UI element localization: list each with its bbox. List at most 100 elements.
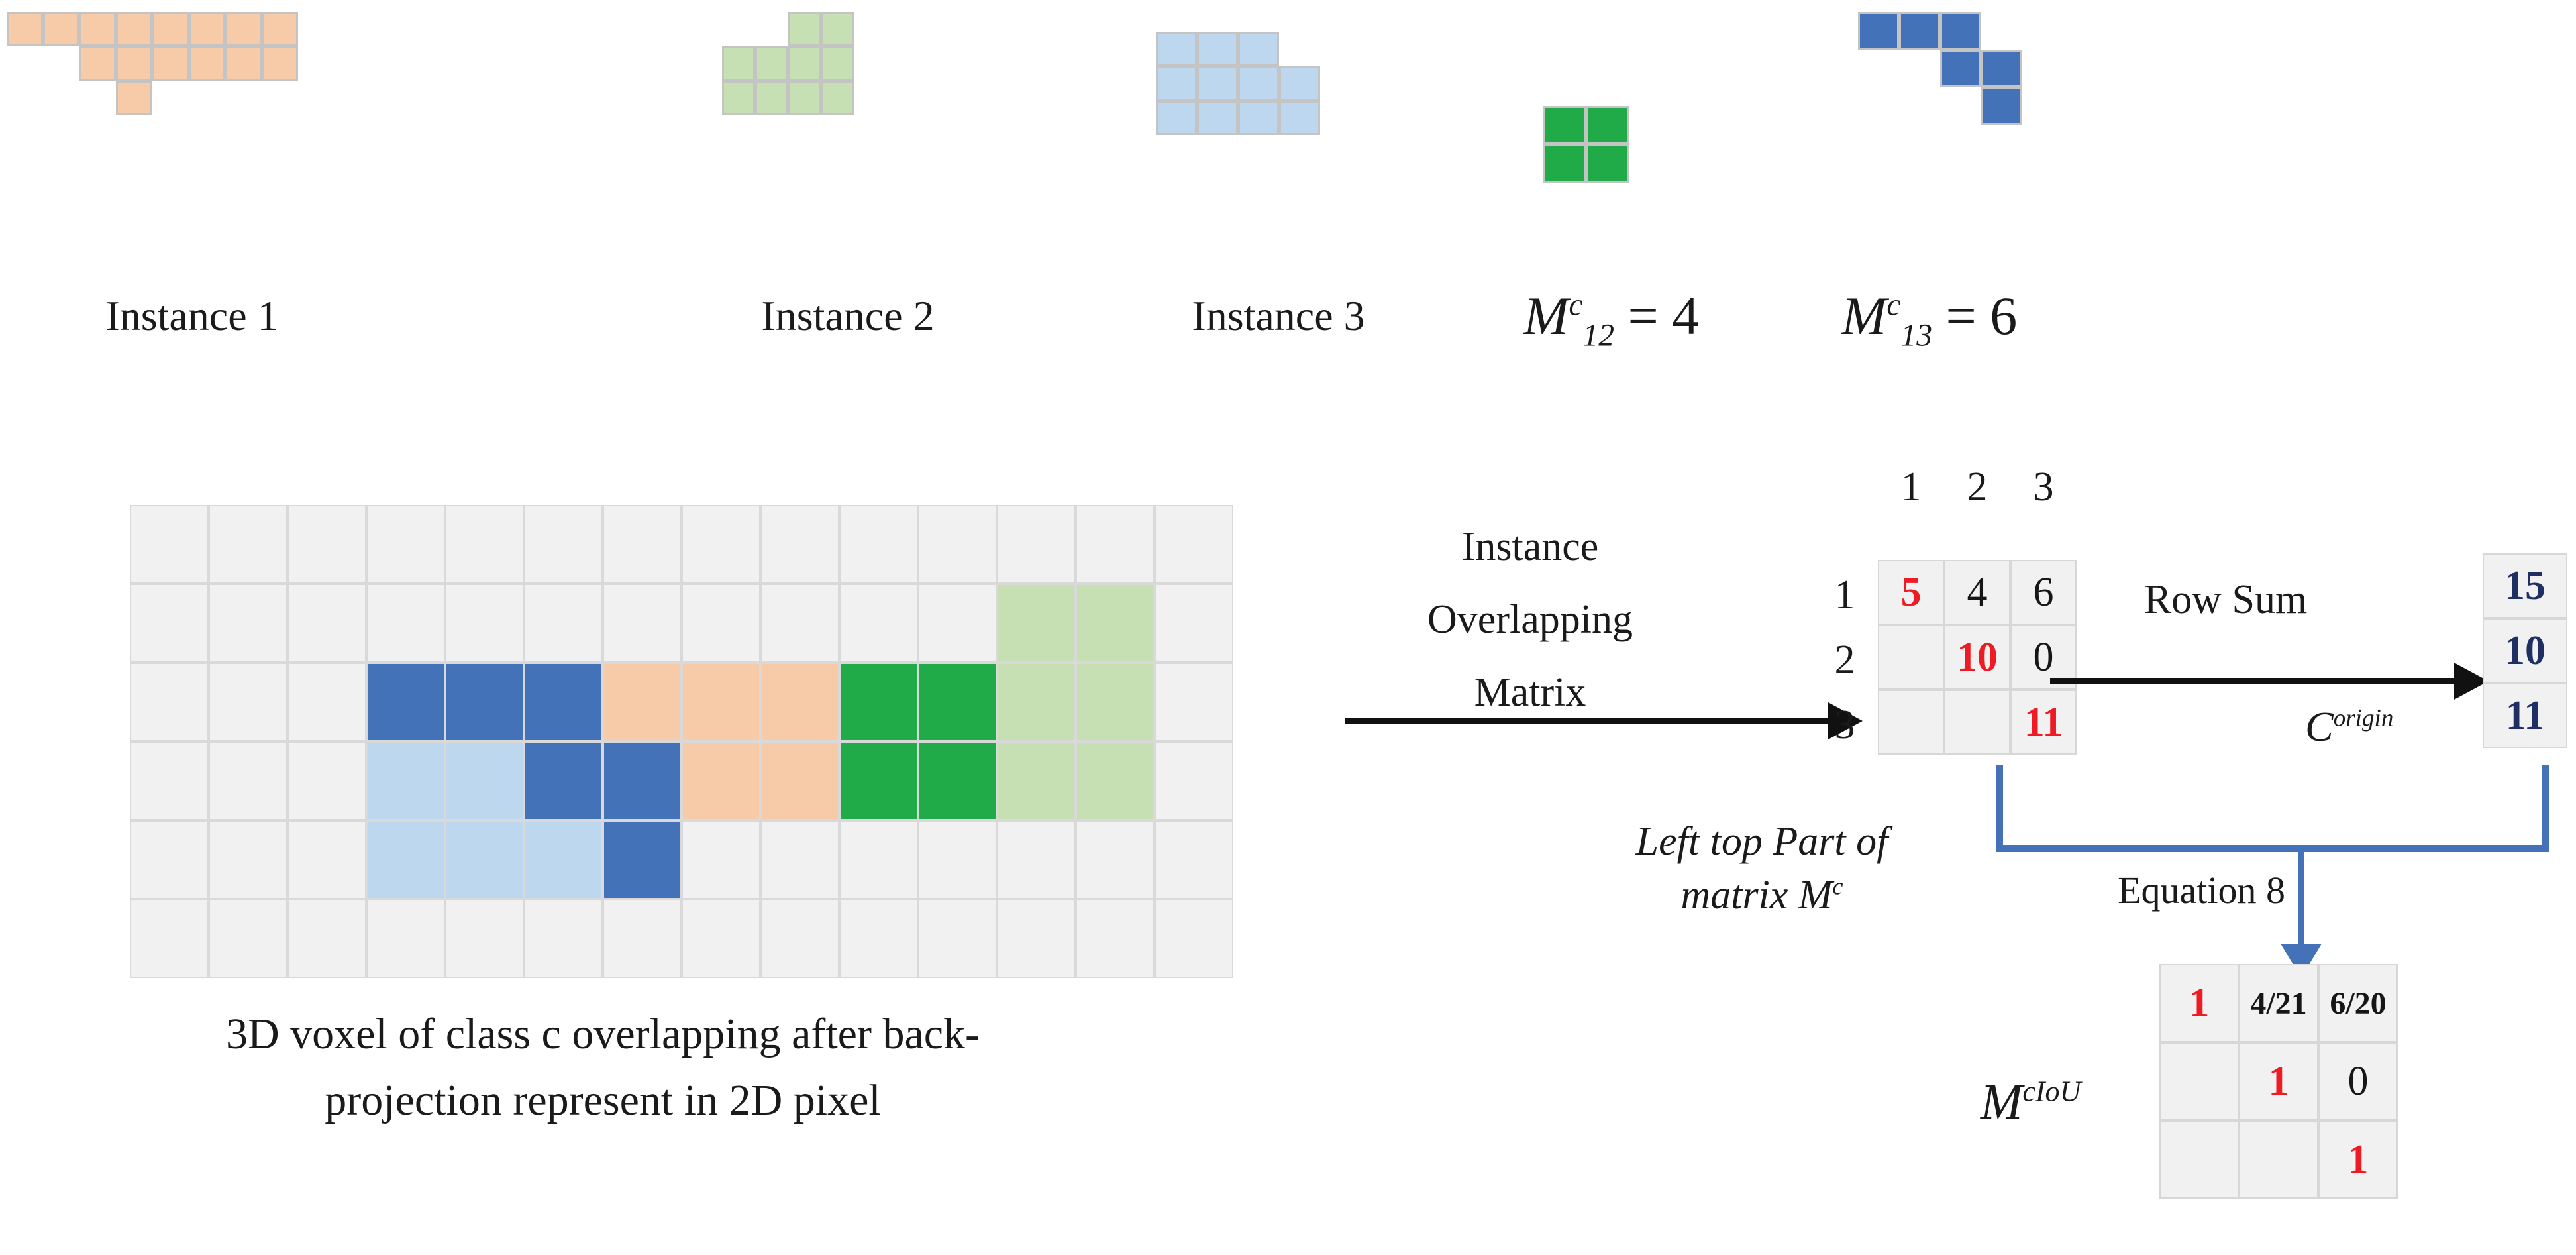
bracket-down-shaft	[2298, 845, 2304, 948]
voxel-cell-empty	[603, 899, 682, 978]
voxel-cell-empty	[1155, 820, 1233, 899]
voxel-cell-empty	[130, 741, 209, 820]
voxel-cell-empty	[366, 505, 445, 584]
voxel-cell-filled	[524, 820, 603, 899]
voxel-cell-empty	[1155, 505, 1233, 584]
voxel-cell-empty	[997, 820, 1076, 899]
ciou-symbol: M	[1981, 1074, 2023, 1130]
voxel-cell-empty	[603, 584, 682, 663]
voxel-cell-empty	[209, 584, 287, 663]
arrow-to-matrix-shaft	[1345, 718, 1835, 724]
shape-cell	[1238, 101, 1279, 135]
voxel-cell-empty	[760, 899, 839, 978]
left-top-caption: Left top Part of matrix Mc	[1576, 815, 1947, 922]
matrix-ciou-value: 4/21	[2250, 985, 2307, 1021]
voxel-cell-empty	[1155, 741, 1233, 820]
voxel-cell-filled	[839, 663, 918, 741]
shape-cell	[225, 46, 262, 81]
voxel-cell-empty	[209, 899, 287, 978]
voxel-cell-filled	[760, 663, 839, 741]
row-sum-value: 15	[2504, 563, 2546, 608]
arrow-row-sum-shaft	[2050, 678, 2461, 684]
voxel-cell-empty	[445, 505, 524, 584]
shape-cell	[821, 46, 854, 81]
matrix-m-value: 4	[1967, 569, 1988, 615]
voxel-cell-filled	[918, 741, 997, 820]
overlap-m13-formula: Mc13 = 6	[1841, 285, 2017, 353]
voxel-cell-empty	[130, 820, 209, 899]
left-top-caption-sup: c	[1832, 872, 1843, 899]
voxel-cell-empty	[760, 505, 839, 584]
matrix-m-col-header: 3	[2033, 464, 2054, 510]
bracket-right-vertical	[2542, 765, 2549, 851]
row-sum-cell: 10	[2483, 618, 2567, 683]
m13-subscript: 13	[1900, 318, 1932, 353]
shape-cell	[225, 12, 262, 46]
voxel-cell-empty	[524, 899, 603, 978]
overlap-m12-formula: Mc12 = 4	[1523, 285, 1699, 353]
voxel-cell-empty	[209, 820, 287, 899]
matrix-ciou-cell: 1	[2318, 1120, 2398, 1199]
voxel-cell-empty	[997, 505, 1076, 584]
matrix-ciou-value: 6/20	[2330, 985, 2387, 1021]
matrix-ciou-cell: 6/20	[2318, 964, 2398, 1042]
matrix-m-cell	[1878, 625, 1944, 690]
shape-cell	[1543, 106, 1586, 144]
matrix-ciou-cell	[2159, 1120, 2239, 1199]
voxel-cell-empty	[839, 899, 918, 978]
voxel-cell-empty	[603, 505, 682, 584]
matrix-ciou-label: McIoU	[1981, 1073, 2081, 1131]
voxel-cell-empty	[209, 741, 287, 820]
voxel-cell-empty	[1155, 899, 1233, 978]
c-origin-label: Corigin	[2305, 702, 2393, 751]
voxel-cell-empty	[130, 899, 209, 978]
matrix-m-value: 11	[2024, 699, 2063, 745]
voxel-cell-empty	[1076, 505, 1155, 584]
matrix-m-cell: 4	[1944, 560, 2010, 625]
voxel-cell-filled	[1076, 663, 1155, 741]
matrix-m-value: 10	[1957, 634, 1998, 680]
shape-cell	[1586, 106, 1629, 144]
voxel-cell-empty	[1155, 663, 1233, 741]
shape-cell	[788, 46, 821, 81]
matrix-m-row-header: 3	[1834, 702, 1855, 747]
matrix-m-cell	[1944, 690, 2010, 755]
left-top-caption-prefix: matrix	[1680, 872, 1798, 918]
m12-superscript: c	[1569, 288, 1583, 323]
voxel-cell-empty	[997, 899, 1076, 978]
m12-subscript: 12	[1582, 318, 1614, 353]
shape-cell	[1279, 101, 1320, 135]
shape-cell	[189, 46, 225, 81]
voxel-cell-filled	[524, 741, 603, 820]
matrix-ciou-cell: 0	[2318, 1042, 2398, 1120]
shape-cell	[116, 46, 152, 81]
matrix-ciou-cell	[2159, 1042, 2239, 1120]
voxel-cell-empty	[287, 505, 366, 584]
voxel-cell-filled	[1076, 741, 1155, 820]
instance-3-label: Instance 3	[1192, 292, 1365, 339]
voxel-cell-empty	[1076, 899, 1155, 978]
shape-cell	[1156, 101, 1197, 135]
voxel-cell-empty	[839, 505, 918, 584]
row-sum-cell: 15	[2483, 553, 2567, 618]
ciou-superscript: cIoU	[2022, 1075, 2081, 1108]
shape-cell	[262, 46, 298, 81]
voxel-cell-filled	[603, 663, 682, 741]
voxel-cell-filled	[366, 820, 445, 899]
shape-cell	[1981, 87, 2022, 125]
voxel-cell-empty	[287, 820, 366, 899]
voxel-cell-empty	[682, 505, 760, 584]
voxel-cell-empty	[682, 584, 760, 663]
voxel-cell-filled	[997, 663, 1076, 741]
m12-value: = 4	[1627, 286, 1700, 346]
shape-cell	[1156, 66, 1197, 101]
row-sum-value: 11	[2505, 692, 2545, 738]
voxel-cell-empty	[760, 584, 839, 663]
shape-cell	[755, 46, 788, 81]
voxel-cell-empty	[682, 820, 760, 899]
shape-cell	[116, 81, 152, 115]
voxel-cell-empty	[918, 899, 997, 978]
matrix-m-value: 0	[2033, 634, 2054, 680]
flow-label-line-3: Matrix	[1474, 670, 1586, 715]
matrix-m-value: 5	[1900, 569, 1922, 615]
